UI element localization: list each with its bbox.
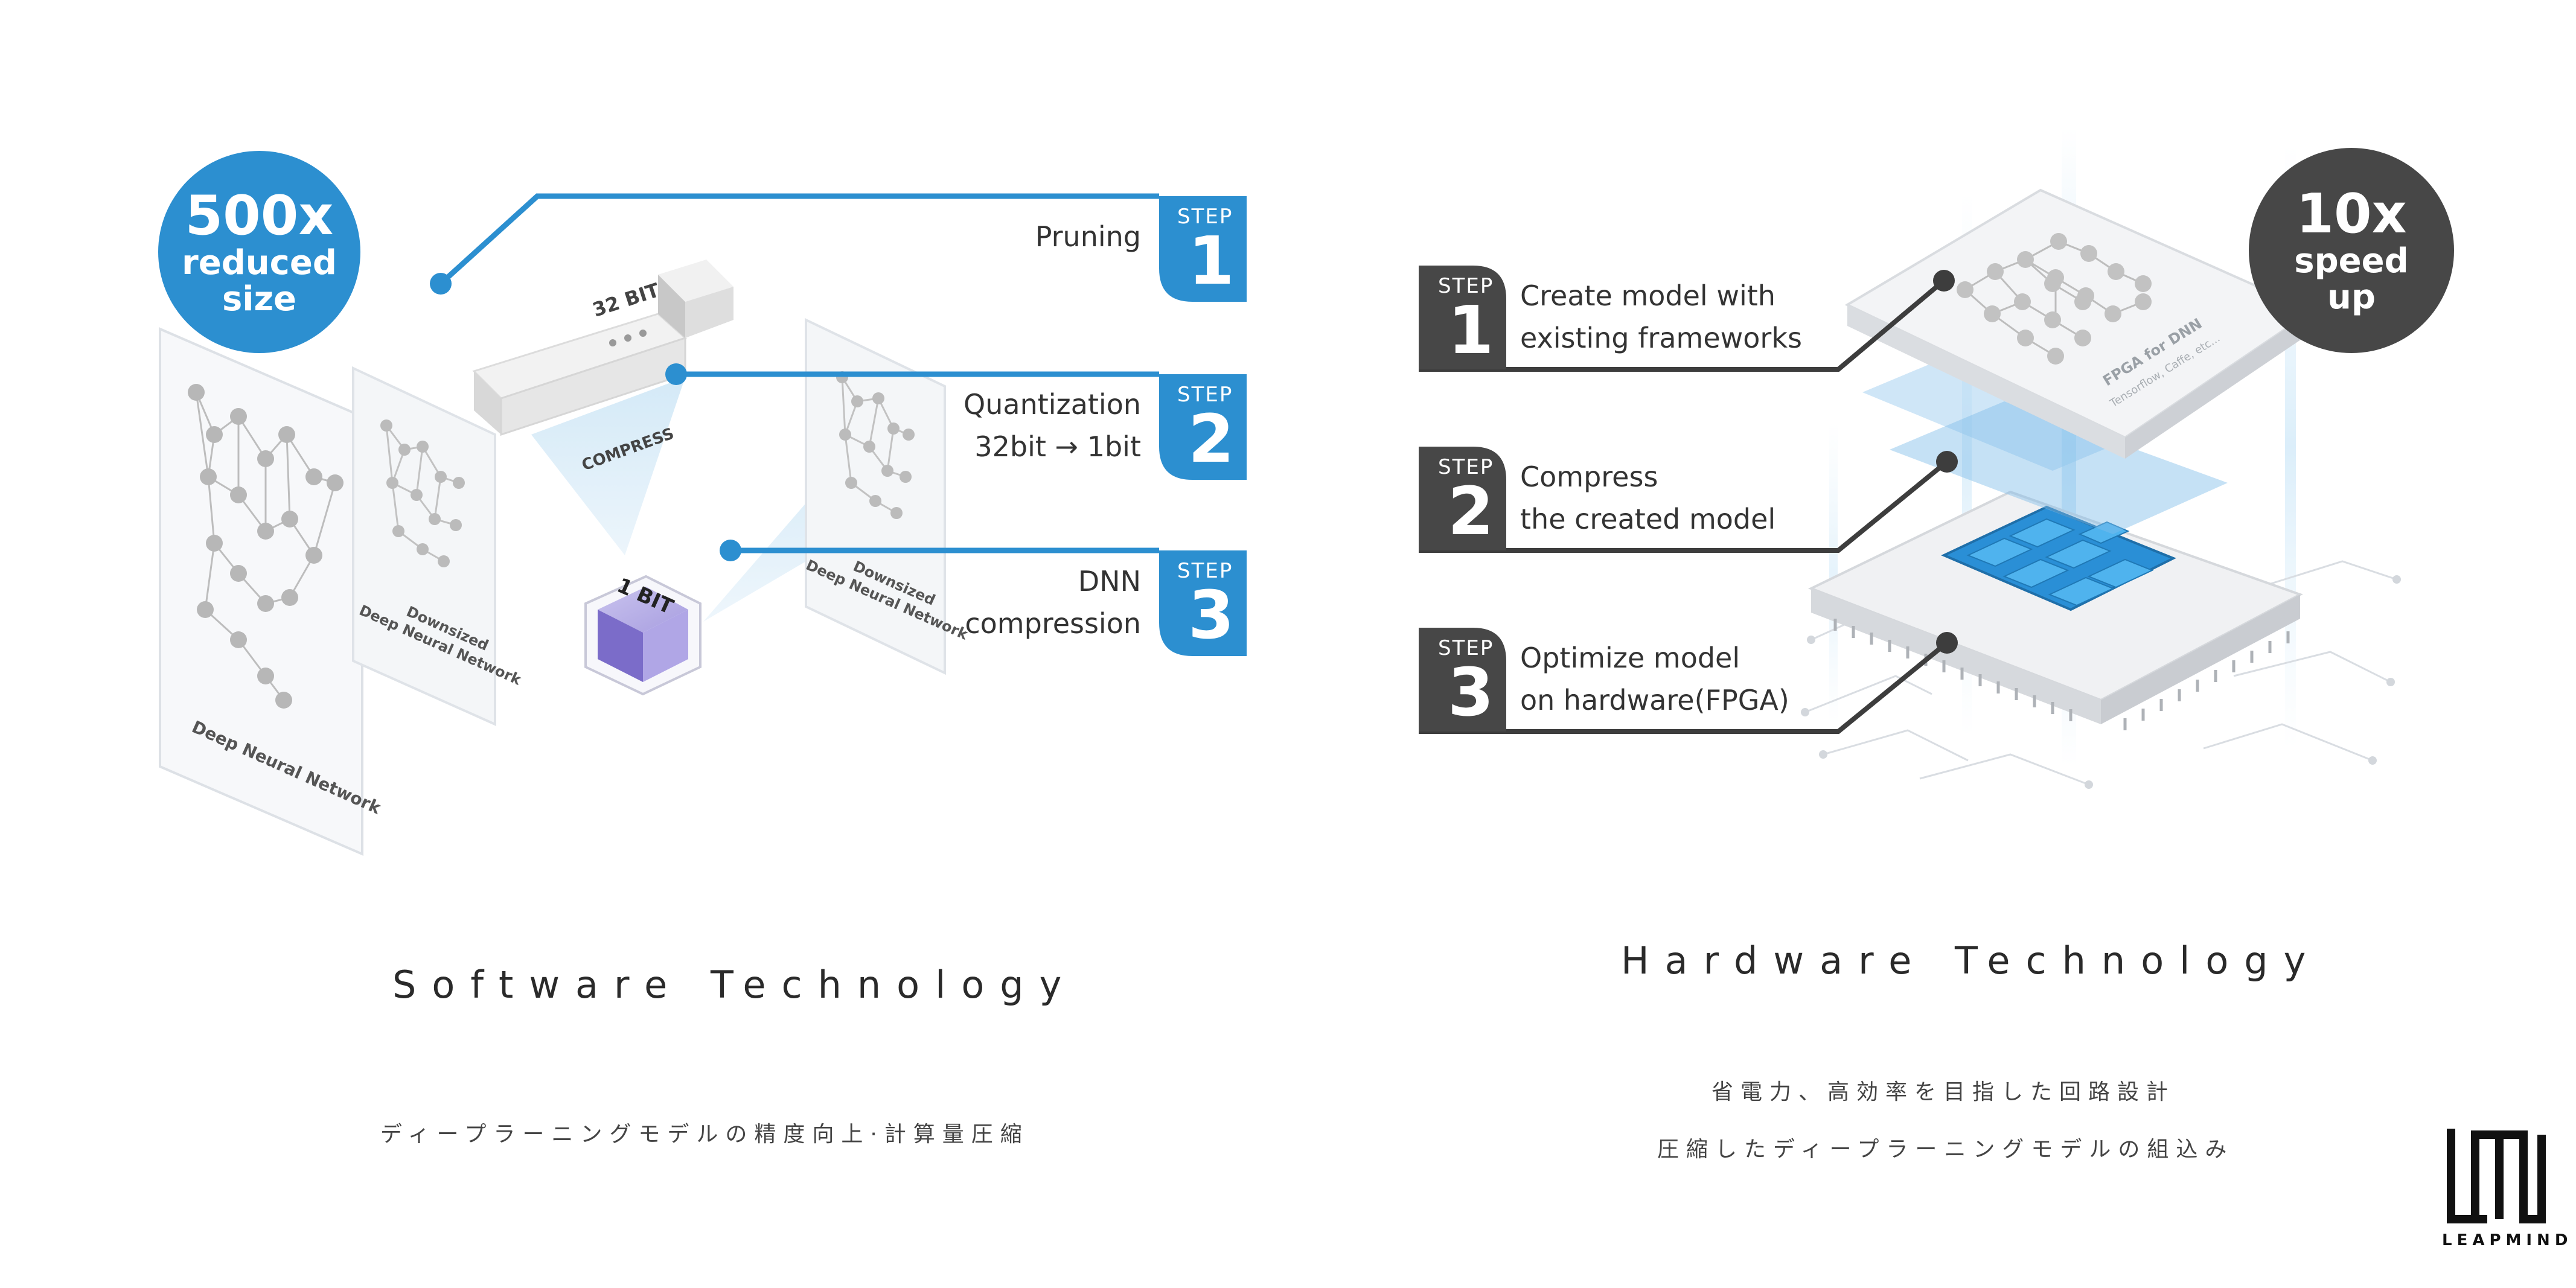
hardware-step-2-number: 2 bbox=[1448, 473, 1494, 550]
software-step-3: STEP 3 bbox=[1159, 550, 1247, 656]
hardware-step-2-line1: Compress bbox=[1520, 461, 1658, 493]
downsized-dnn-panel-right bbox=[805, 317, 946, 675]
hardware-step-2: STEP 2 bbox=[1419, 447, 1506, 550]
block-32bit bbox=[472, 260, 733, 436]
software-step-1-line1: Pruning bbox=[1035, 220, 1141, 253]
leapmind-logo-text: LEAPMIND bbox=[2442, 1231, 2573, 1249]
fpga-top-board: FPGA for DNN Tensorflow, Caffe, etc... bbox=[1844, 188, 2315, 459]
hardware-step-1-number: 1 bbox=[1448, 292, 1494, 369]
hardware-step-1-line1: Create model with bbox=[1520, 279, 1775, 312]
software-step-3-line2: compression bbox=[965, 607, 1141, 640]
hardware-step-2-text: Compress the created model bbox=[1520, 456, 1858, 540]
software-step-1-text: Pruning bbox=[875, 215, 1141, 258]
hardware-step-3-label: STEP bbox=[1438, 636, 1494, 660]
hardware-step-2-label: STEP bbox=[1438, 455, 1494, 479]
hardware-step-connectors bbox=[1419, 270, 1958, 734]
hardware-step-1-label: STEP bbox=[1438, 274, 1494, 298]
software-step-2-line1: Quantization bbox=[964, 388, 1141, 421]
software-step-1-number: 1 bbox=[1188, 222, 1235, 299]
hardware-step-3-line2: on hardware(FPGA) bbox=[1520, 684, 1789, 716]
software-step-3-number: 3 bbox=[1188, 576, 1235, 654]
hardware-step-2-line2: the created model bbox=[1520, 503, 1776, 535]
dnn-nodes bbox=[188, 384, 344, 709]
software-step-2-label: STEP bbox=[1177, 383, 1233, 407]
hardware-step-1-text: Create model with existing frameworks bbox=[1520, 275, 1858, 359]
software-step-3-line1: DNN bbox=[1078, 565, 1141, 598]
downsized-dnn-panel-left bbox=[352, 366, 496, 727]
software-badge-line1: reduced bbox=[182, 243, 337, 282]
hardware-step-1-line2: existing frameworks bbox=[1520, 322, 1802, 354]
deep-neural-network-panel bbox=[159, 327, 363, 856]
hardware-step-3-text: Optimize model on hardware(FPGA) bbox=[1520, 637, 1858, 721]
software-step-boxes bbox=[1159, 196, 1247, 656]
software-step-2: STEP 2 bbox=[1159, 374, 1247, 480]
leapmind-logo-mark bbox=[2447, 1129, 2546, 1223]
software-badge-line2: size bbox=[222, 279, 297, 319]
software-step-connectors bbox=[430, 193, 1159, 561]
hardware-step-3-number: 3 bbox=[1448, 654, 1494, 731]
software-step-3-text: DNN compression bbox=[875, 560, 1141, 645]
software-step-2-number: 2 bbox=[1188, 400, 1235, 477]
hardware-badge: 10x speed up bbox=[2249, 148, 2454, 353]
hardware-subtitle-line2: 圧縮したディープラーニングモデルの組込み bbox=[1657, 1137, 2234, 1162]
software-subtitle: ディープラーニングモデルの精度向上·計算量圧縮 bbox=[380, 1122, 1029, 1147]
software-title: Software Technology bbox=[392, 963, 1078, 1007]
hardware-step-3: STEP 3 bbox=[1419, 628, 1506, 732]
hardware-subtitle-line1: 省電力、高効率を目指した回路設計 bbox=[1711, 1080, 2176, 1105]
hardware-step-1: STEP 1 bbox=[1419, 266, 1506, 369]
layer-lower bbox=[1890, 401, 2228, 534]
software-step-2-line2: 32bit → 1bit bbox=[974, 430, 1141, 463]
hardware-step-boxes bbox=[1419, 266, 1506, 732]
software-badge-big: 500x bbox=[185, 183, 334, 247]
fpga-chip-package bbox=[1807, 490, 2303, 730]
software-step-3-label: STEP bbox=[1177, 559, 1233, 583]
software-step-1-label: STEP bbox=[1177, 205, 1233, 229]
hardware-badge-big: 10x bbox=[2296, 182, 2407, 246]
hardware-badge-line1: speed bbox=[2294, 241, 2409, 281]
hardware-step-3-line1: Optimize model bbox=[1520, 642, 1740, 674]
cube-1bit bbox=[584, 575, 702, 696]
software-step-1: STEP 1 bbox=[1159, 196, 1247, 302]
software-step-2-text: Quantization 32bit → 1bit bbox=[875, 383, 1141, 468]
software-badge: 500x reduced size bbox=[158, 151, 360, 353]
hardware-badge-line2: up bbox=[2327, 278, 2376, 317]
circuit-dots bbox=[1801, 575, 2401, 789]
hardware-title: Hardware Technology bbox=[1621, 939, 2322, 983]
compress-beam bbox=[531, 377, 685, 555]
